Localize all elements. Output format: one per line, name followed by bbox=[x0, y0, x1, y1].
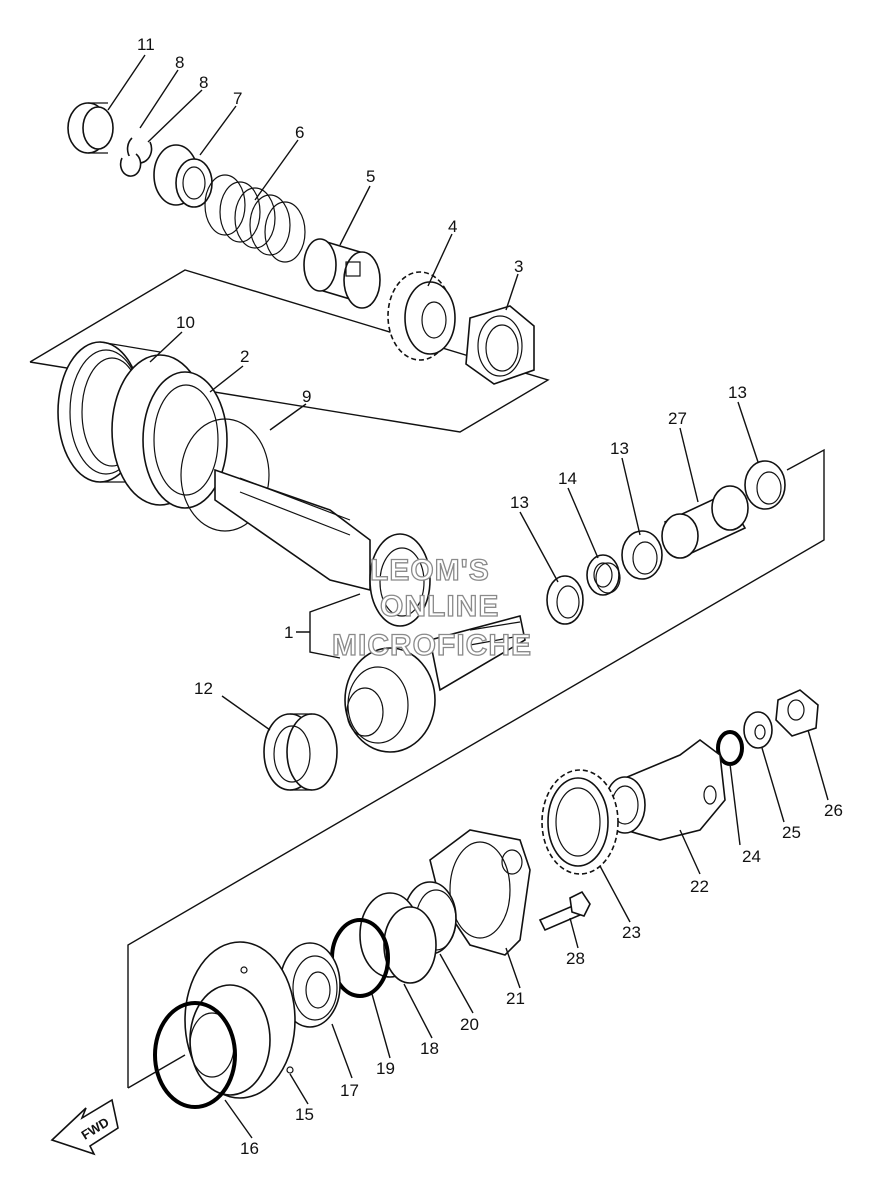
callout-15: 15 bbox=[295, 1105, 314, 1124]
part-14-spring-washer[interactable] bbox=[586, 554, 621, 596]
part-22-universal-joint-yoke[interactable] bbox=[604, 739, 726, 841]
callout-21: 21 bbox=[506, 989, 525, 1008]
callout-9: 9 bbox=[302, 387, 311, 406]
callout-6: 6 bbox=[295, 123, 304, 142]
callout-10: 10 bbox=[176, 313, 195, 332]
callout-8-b: 8 bbox=[199, 73, 208, 92]
callout-13-c: 13 bbox=[728, 383, 747, 402]
part-7-washer[interactable] bbox=[153, 144, 213, 208]
callout-11: 11 bbox=[137, 35, 155, 54]
part-1-drive-shaft-lower[interactable] bbox=[344, 615, 526, 753]
part-11-needle-bearing[interactable] bbox=[67, 102, 114, 154]
part-2-ball-bearing[interactable] bbox=[111, 354, 228, 509]
callout-25: 25 bbox=[782, 823, 801, 842]
watermark-line-3: MICROFICHE bbox=[332, 629, 532, 662]
part-16-o-ring[interactable] bbox=[153, 1001, 237, 1109]
callout-19: 19 bbox=[376, 1059, 395, 1078]
part-28-bolt[interactable] bbox=[538, 890, 591, 932]
callout-28: 28 bbox=[566, 949, 585, 968]
callout-24: 24 bbox=[742, 847, 761, 866]
part-1-drive-shaft-upper[interactable] bbox=[214, 468, 431, 627]
upper-group-outline bbox=[29, 269, 550, 433]
part-26-nut[interactable] bbox=[775, 689, 819, 737]
callout-3: 3 bbox=[514, 257, 523, 276]
part-23-gear[interactable] bbox=[541, 769, 619, 875]
part-12-needle-bearing[interactable] bbox=[263, 713, 338, 791]
callout-27: 27 bbox=[668, 409, 687, 428]
part-13-spacer-b[interactable] bbox=[621, 530, 663, 580]
callout-20: 20 bbox=[460, 1015, 479, 1034]
callout-26: 26 bbox=[824, 801, 843, 820]
watermark-line-2: ONLINE bbox=[380, 590, 499, 623]
part-9-o-ring[interactable] bbox=[180, 418, 270, 532]
fwd-direction-arrow: FWD bbox=[50, 1098, 119, 1156]
part-13-spacer-c[interactable] bbox=[744, 460, 786, 510]
callout-7: 7 bbox=[233, 89, 242, 108]
part-4-pinion-gear[interactable] bbox=[387, 271, 456, 361]
part-1-bracket bbox=[296, 593, 361, 659]
callout-4: 4 bbox=[448, 217, 457, 236]
part-24-o-ring[interactable] bbox=[716, 730, 744, 766]
callout-14: 14 bbox=[558, 469, 577, 488]
part-15-bearing-housing[interactable] bbox=[184, 941, 296, 1099]
callout-5: 5 bbox=[366, 167, 375, 186]
part-5-dog-clutch[interactable] bbox=[303, 238, 381, 309]
callout-22: 22 bbox=[690, 877, 709, 896]
watermark: LEOM'S ONLINE MICROFICHE bbox=[331, 553, 532, 662]
part-6-spring[interactable] bbox=[204, 174, 306, 263]
callout-labels: 11 8 8 7 6 5 4 3 10 2 9 13 27 13 14 13 1… bbox=[137, 35, 843, 1158]
part-27-collar[interactable] bbox=[661, 485, 749, 559]
callout-8-a: 8 bbox=[175, 53, 184, 72]
callout-13-b: 13 bbox=[610, 439, 629, 458]
callout-17: 17 bbox=[340, 1081, 359, 1100]
part-18-bearing[interactable] bbox=[359, 892, 437, 984]
callout-2: 2 bbox=[240, 347, 249, 366]
part-8-circlip[interactable] bbox=[119, 137, 153, 177]
callout-18: 18 bbox=[420, 1039, 439, 1058]
part-25-washer[interactable] bbox=[743, 711, 773, 749]
leader-lines bbox=[107, 54, 829, 1139]
callout-16: 16 bbox=[240, 1139, 259, 1158]
callout-12: 12 bbox=[194, 679, 213, 698]
part-3-nut[interactable] bbox=[465, 305, 535, 385]
callout-13-a: 13 bbox=[510, 493, 529, 512]
lower-group-outline bbox=[127, 448, 825, 1088]
watermark-line-1: LEOM'S bbox=[370, 554, 490, 587]
callout-1: 1 bbox=[284, 623, 293, 642]
callout-23: 23 bbox=[622, 923, 641, 942]
part-13-spacer-a[interactable] bbox=[546, 575, 584, 625]
